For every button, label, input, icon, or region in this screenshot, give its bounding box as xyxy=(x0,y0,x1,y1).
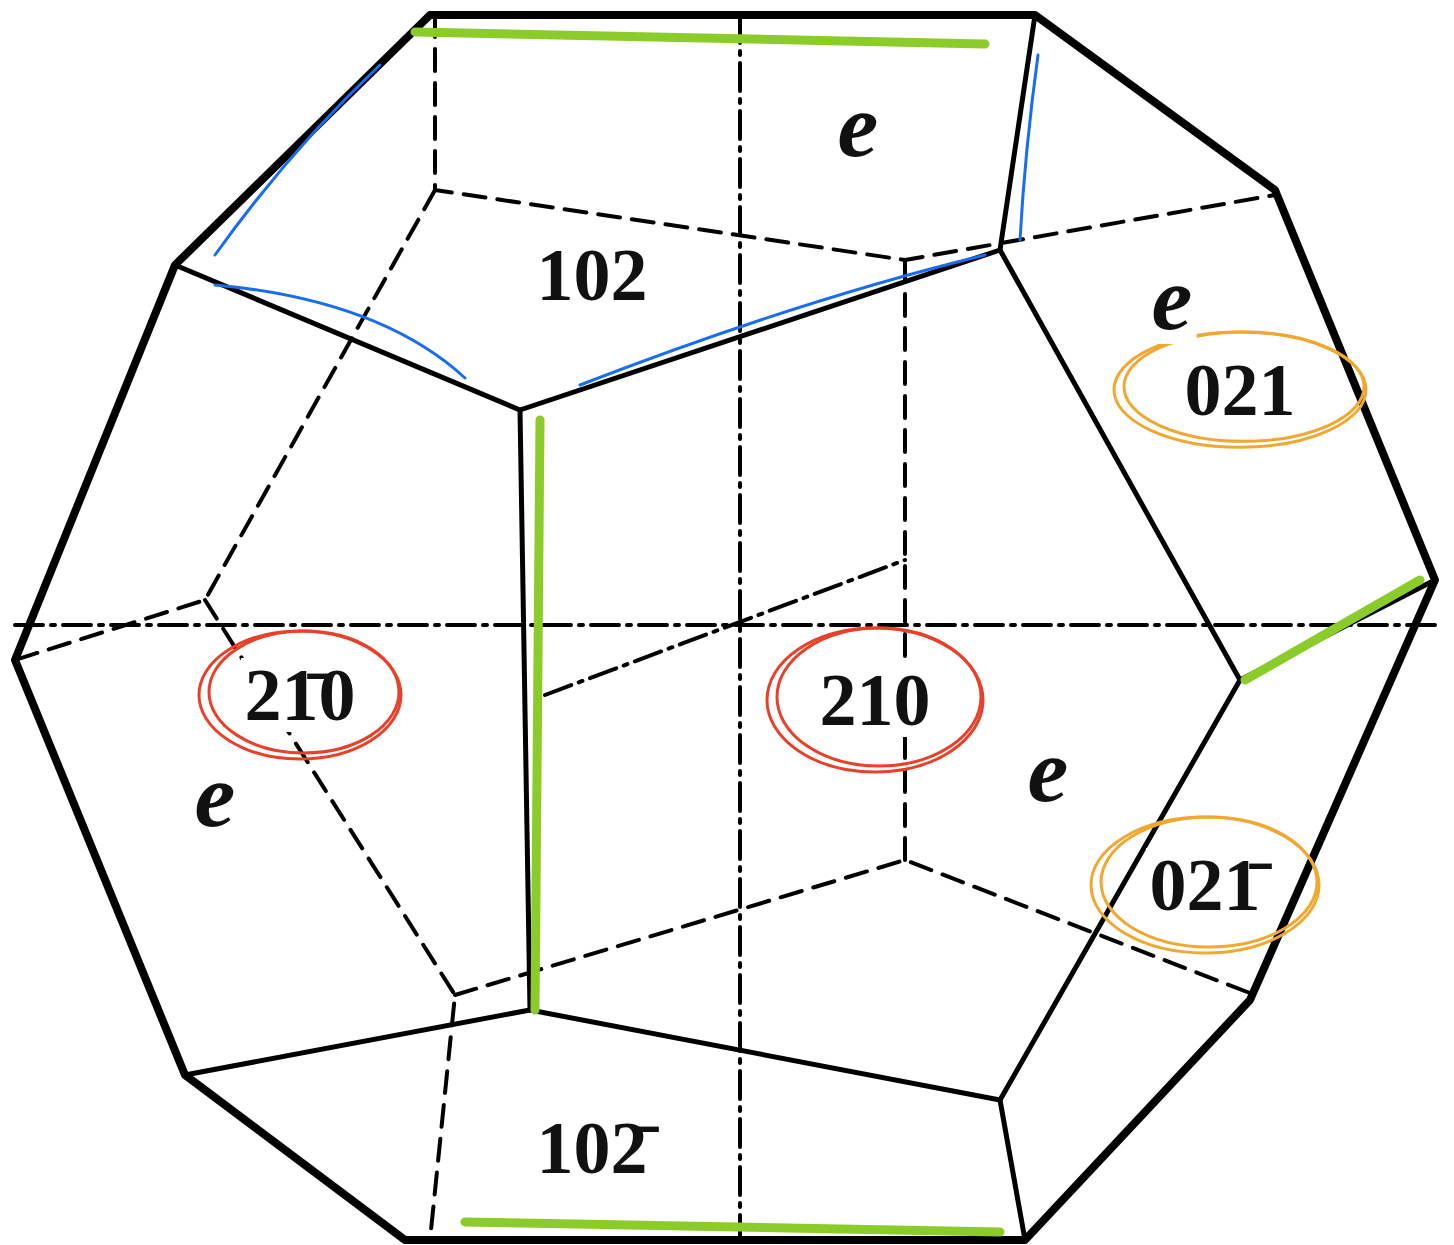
face-letter: e xyxy=(191,749,240,841)
circled-label: 210 xyxy=(763,624,987,776)
circled-label: 21̄0 xyxy=(195,627,405,763)
face-letter: e xyxy=(834,79,883,171)
circled-label: 021 xyxy=(1110,328,1370,451)
face-index: 021 xyxy=(1181,353,1300,427)
face-index: 021̄ xyxy=(1146,848,1265,922)
face-index: 102̄ xyxy=(533,1111,652,1185)
face-letter: e xyxy=(1148,252,1197,344)
circled-label: 021̄ xyxy=(1087,813,1323,957)
face-index: 210 xyxy=(816,663,935,737)
face-index: 21̄0 xyxy=(241,658,360,732)
face-index: 102 xyxy=(533,238,652,312)
face-letter: e xyxy=(1024,724,1073,816)
